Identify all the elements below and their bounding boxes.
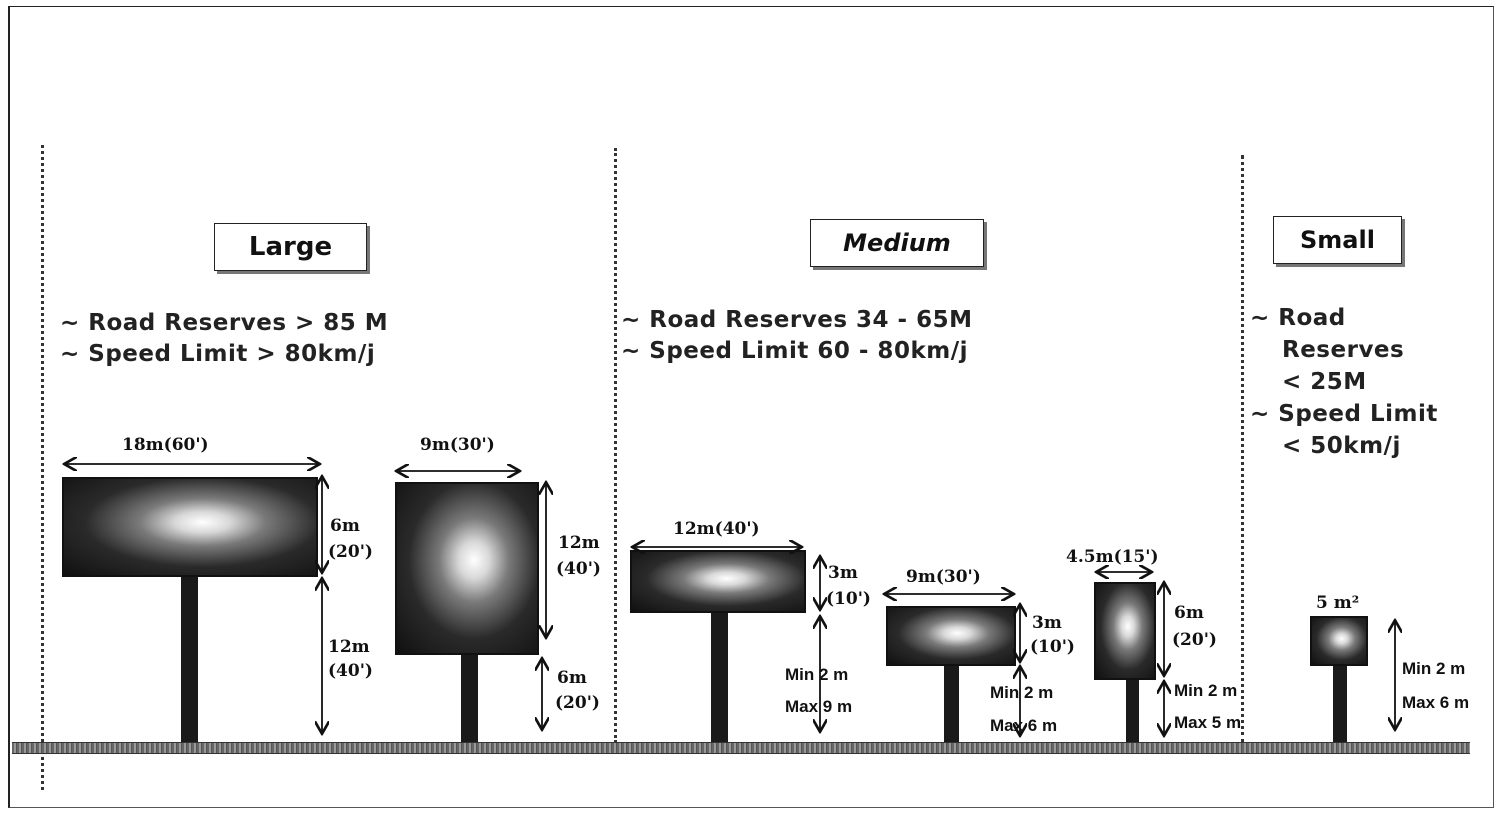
criteria-small: ~ Road Reserves < 25M ~ Speed Limit < 50… bbox=[1250, 302, 1438, 462]
category-title-small: Small bbox=[1273, 216, 1402, 264]
height-label: 3m bbox=[828, 563, 858, 583]
divider-large-medium bbox=[614, 148, 617, 743]
category-title-medium-text: Medium bbox=[843, 229, 951, 257]
criteria-line: ~ Speed Limit > 80km/j bbox=[60, 341, 376, 367]
criteria-line: ~ Speed Limit 60 - 80km/j bbox=[621, 338, 968, 364]
sign-post bbox=[711, 612, 728, 742]
criteria-line: ~ Road bbox=[1250, 305, 1346, 331]
width-label: 9m(30') bbox=[906, 567, 981, 587]
criteria-line: < 50km/j bbox=[1282, 433, 1401, 459]
billboard-large-tall bbox=[395, 482, 539, 655]
width-label: 4.5m(15') bbox=[1066, 547, 1159, 567]
billboard-large-wide bbox=[62, 477, 318, 577]
height-label: 3m bbox=[1032, 613, 1062, 633]
category-title-large-text: Large bbox=[248, 232, 333, 262]
criteria-line: ~ Road Reserves 34 - 65M bbox=[621, 307, 973, 333]
criteria-line: ~ Road Reserves > 85 M bbox=[60, 310, 389, 336]
billboard-small bbox=[1310, 616, 1368, 666]
diagram-frame bbox=[8, 6, 1494, 808]
width-label: 12m(40') bbox=[673, 519, 760, 539]
left-boundary-line bbox=[41, 145, 44, 790]
post-min-label: Min 2 m bbox=[785, 665, 849, 684]
post-min-label: Min 2 m bbox=[990, 683, 1054, 702]
post-height-label: 6m bbox=[557, 668, 587, 688]
width-label: 9m(30') bbox=[420, 435, 495, 455]
sign-post bbox=[1126, 679, 1139, 742]
post-height-label: 12m bbox=[328, 637, 370, 657]
post-height-label: (40') bbox=[328, 661, 373, 681]
sign-post bbox=[1333, 665, 1347, 742]
height-label: 6m bbox=[330, 516, 360, 536]
height-label: (10') bbox=[826, 589, 871, 609]
sign-post bbox=[461, 654, 478, 742]
criteria-line: < 25M bbox=[1282, 369, 1367, 395]
height-label: (40') bbox=[556, 559, 601, 579]
height-label: (20') bbox=[328, 542, 373, 562]
height-label: 6m bbox=[1174, 603, 1204, 623]
criteria-medium: ~ Road Reserves 34 - 65M ~ Speed Limit 6… bbox=[621, 305, 972, 367]
category-title-large: Large bbox=[214, 223, 367, 271]
height-label: 12m bbox=[558, 533, 600, 553]
sign-post bbox=[944, 665, 959, 742]
post-max-label: Max 9 m bbox=[785, 697, 853, 716]
width-label: 18m(60') bbox=[122, 435, 209, 455]
criteria-line: ~ Speed Limit bbox=[1250, 401, 1438, 427]
post-height-label: (20') bbox=[555, 693, 600, 713]
billboard-medium-9m bbox=[886, 606, 1016, 666]
billboard-medium-4-5m bbox=[1094, 582, 1156, 680]
criteria-large: ~ Road Reserves > 85 M ~ Speed Limit > 8… bbox=[60, 308, 388, 370]
ground-line bbox=[12, 742, 1470, 754]
category-title-medium: Medium bbox=[810, 219, 984, 267]
post-max-label: Max 5 m bbox=[1174, 713, 1242, 732]
billboard-medium-12m bbox=[630, 550, 806, 613]
area-label: 5 m² bbox=[1316, 593, 1360, 613]
height-label: (20') bbox=[1172, 630, 1217, 650]
sign-post bbox=[181, 576, 198, 742]
criteria-line: Reserves bbox=[1282, 337, 1405, 363]
divider-medium-small bbox=[1241, 155, 1244, 743]
post-min-label: Min 2 m bbox=[1402, 659, 1466, 678]
post-max-label: Max 6 m bbox=[1402, 693, 1470, 712]
post-min-label: Min 2 m bbox=[1174, 681, 1238, 700]
category-title-small-text: Small bbox=[1300, 226, 1375, 254]
height-label: (10') bbox=[1030, 637, 1075, 657]
post-max-label: Max 6 m bbox=[990, 716, 1058, 735]
